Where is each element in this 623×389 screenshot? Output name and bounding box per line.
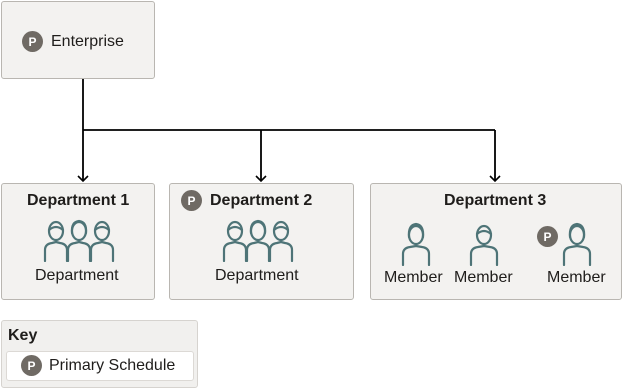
enterprise-label: Enterprise xyxy=(51,33,124,50)
department-group-icon xyxy=(222,219,294,262)
key-item-label: Primary Schedule xyxy=(49,357,176,374)
department-1-node: Department 1 Department xyxy=(1,183,155,300)
department-1-title: Department 1 xyxy=(27,192,130,209)
department-2-title: Department 2 xyxy=(210,192,313,209)
department-3-node: Department 3 Member Member P Member xyxy=(370,183,622,300)
enterprise-node: P Enterprise xyxy=(1,1,155,79)
female-member-icon xyxy=(562,222,592,266)
primary-schedule-badge: P xyxy=(21,355,42,376)
department-2-node: P Department 2 Department xyxy=(169,183,354,300)
key-item-primary-schedule: P Primary Schedule xyxy=(6,351,194,381)
member-label: Member xyxy=(547,269,606,286)
key-title: Key xyxy=(8,327,38,344)
department-group-icon xyxy=(43,219,115,262)
primary-schedule-badge: P xyxy=(22,31,43,52)
male-member-icon xyxy=(469,224,499,266)
primary-schedule-badge: P xyxy=(537,226,558,247)
primary-schedule-badge: P xyxy=(181,190,202,211)
member-label: Member xyxy=(454,269,513,286)
key-legend: Key P Primary Schedule xyxy=(1,320,198,388)
female-member-icon xyxy=(401,222,431,266)
department-1-label: Department xyxy=(35,267,119,284)
department-3-title: Department 3 xyxy=(444,192,547,209)
member-label: Member xyxy=(384,269,443,286)
department-2-label: Department xyxy=(215,267,299,284)
